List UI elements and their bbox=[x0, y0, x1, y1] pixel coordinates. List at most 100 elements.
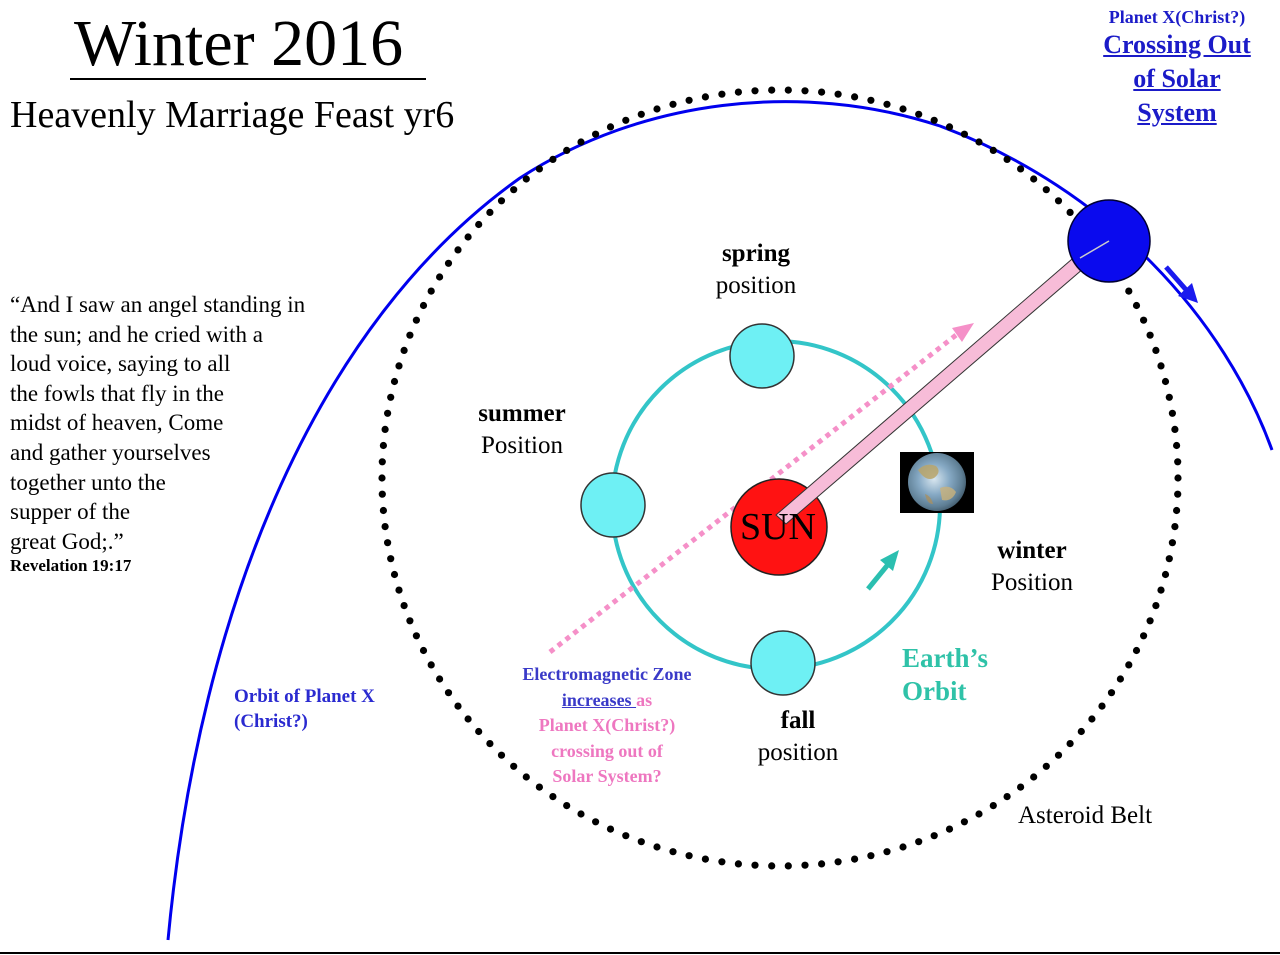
spring-position-circle bbox=[729, 323, 795, 389]
asteroid-dot bbox=[535, 783, 544, 791]
page-title: Winter 2016 bbox=[74, 7, 404, 80]
em-zone-as: as bbox=[636, 689, 653, 710]
asteroid-dot bbox=[768, 862, 776, 870]
asteroid-dot bbox=[390, 377, 399, 386]
title-underline bbox=[70, 78, 426, 80]
asteroid-dot bbox=[1152, 346, 1160, 354]
asteroid-belt-label: Asteroid Belt bbox=[1018, 802, 1153, 829]
em-zone-title: Electromagnetic Zone bbox=[522, 664, 692, 684]
asteroid-dot bbox=[851, 93, 859, 101]
asteroid-dot bbox=[1066, 740, 1074, 748]
spring-label: spring position bbox=[700, 238, 812, 302]
asteroid-dot bbox=[701, 855, 710, 863]
asteroid-dot bbox=[622, 832, 630, 840]
asteroid-dot bbox=[960, 818, 969, 826]
asteroid-dot bbox=[975, 138, 983, 146]
asteroid-dot bbox=[899, 843, 907, 851]
quote-line: the fowls that fly in the bbox=[10, 380, 224, 406]
asteroid-dot bbox=[535, 165, 544, 173]
quote-line: “And I saw an angel standing in bbox=[10, 292, 306, 317]
asteroid-dot bbox=[378, 490, 386, 498]
asteroid-dot bbox=[930, 832, 938, 840]
asteroid-dot bbox=[419, 301, 428, 310]
asteroid-dot bbox=[475, 220, 483, 229]
asteroid-dot bbox=[734, 88, 743, 96]
crossing-out-line: System bbox=[1137, 98, 1217, 127]
spring-word: position bbox=[715, 272, 797, 299]
orbit-x-line: (Christ?) bbox=[234, 711, 308, 732]
page-subtitle: Heavenly Marriage Feast yr6 bbox=[10, 94, 455, 136]
asteroid-dot bbox=[1171, 523, 1179, 531]
asteroid-dot bbox=[378, 458, 386, 466]
asteroid-dot bbox=[387, 393, 395, 401]
beam-tip-line bbox=[1079, 240, 1110, 259]
scripture-quote: “And I saw an angel standing in the sun;… bbox=[10, 290, 305, 556]
orbit-x-line: Orbit of Planet X bbox=[234, 686, 375, 707]
asteroid-dot bbox=[899, 105, 907, 113]
quote-line: supper of the bbox=[10, 499, 131, 525]
asteroid-dot bbox=[384, 539, 392, 547]
asteroid-dot bbox=[1017, 783, 1025, 791]
asteroid-dot bbox=[622, 116, 630, 124]
asteroid-dot bbox=[390, 570, 399, 579]
asteroid-dot bbox=[606, 825, 615, 833]
asteroid-dot bbox=[427, 287, 435, 295]
asteroid-dot bbox=[945, 825, 954, 833]
asteroid-dot bbox=[669, 848, 677, 856]
asteroid-dot bbox=[606, 123, 615, 131]
asteroid-dot bbox=[801, 87, 809, 95]
asteroid-dot bbox=[718, 90, 726, 98]
asteroid-dot bbox=[1161, 377, 1170, 386]
sun-label: SUN bbox=[739, 506, 817, 548]
asteroid-dot bbox=[1042, 186, 1050, 194]
asteroid-dot bbox=[436, 675, 444, 683]
em-zone-line: Solar System? bbox=[552, 766, 662, 786]
asteroid-dot bbox=[653, 843, 661, 851]
asteroid-dot bbox=[1054, 751, 1063, 759]
asteroid-dot bbox=[1125, 661, 1133, 669]
asteroid-dot bbox=[1054, 197, 1063, 205]
asteroid-dot bbox=[381, 425, 389, 433]
asteroid-dot bbox=[486, 740, 494, 748]
spring-name: spring bbox=[721, 240, 791, 267]
asteroid-dot bbox=[751, 861, 759, 869]
asteroid-dot bbox=[867, 96, 875, 104]
asteroid-dot bbox=[1030, 175, 1038, 183]
asteroid-dot bbox=[1173, 506, 1181, 515]
asteroid-dot bbox=[1030, 773, 1038, 781]
asteroid-dot bbox=[867, 852, 875, 860]
asteroid-dot bbox=[379, 441, 387, 450]
orbit-of-planet-x-label: Orbit of Planet X (Christ?) bbox=[234, 684, 375, 734]
planet-x-direction-arrow bbox=[1164, 265, 1190, 294]
quote-line: the sun; and he cried with a bbox=[10, 321, 263, 347]
winter-name: winter bbox=[997, 537, 1067, 564]
asteroid-dot bbox=[1173, 441, 1181, 450]
asteroid-dot bbox=[718, 858, 726, 866]
em-zone-arrowhead bbox=[952, 323, 974, 342]
earths-orbit-label: Earth’s Orbit bbox=[902, 642, 988, 708]
asteroid-dot bbox=[685, 852, 693, 860]
asteroid-dot bbox=[818, 860, 826, 868]
asteroid-dot bbox=[989, 146, 997, 154]
asteroid-dot bbox=[1146, 617, 1154, 625]
asteroid-dot bbox=[1132, 301, 1141, 310]
asteroid-dot bbox=[549, 155, 557, 163]
em-zone-line: crossing out of bbox=[551, 740, 663, 761]
asteroid-dot bbox=[637, 838, 645, 846]
asteroid-dot bbox=[915, 110, 923, 118]
asteroid-dot bbox=[1146, 331, 1154, 339]
asteroid-dot bbox=[960, 130, 969, 138]
asteroid-dot bbox=[436, 273, 444, 281]
asteroid-dot bbox=[510, 762, 518, 770]
asteroid-dot bbox=[1165, 393, 1173, 401]
asteroid-dot bbox=[454, 246, 462, 254]
asteroid-dot bbox=[563, 802, 571, 810]
asteroid-dot bbox=[1017, 165, 1025, 173]
asteroid-dot bbox=[444, 259, 453, 267]
asteroid-dot bbox=[637, 110, 645, 118]
asteroid-dot bbox=[834, 90, 842, 98]
asteroid-dot bbox=[801, 861, 809, 869]
asteroid-dot bbox=[400, 602, 408, 610]
asteroid-dot bbox=[1168, 539, 1176, 547]
